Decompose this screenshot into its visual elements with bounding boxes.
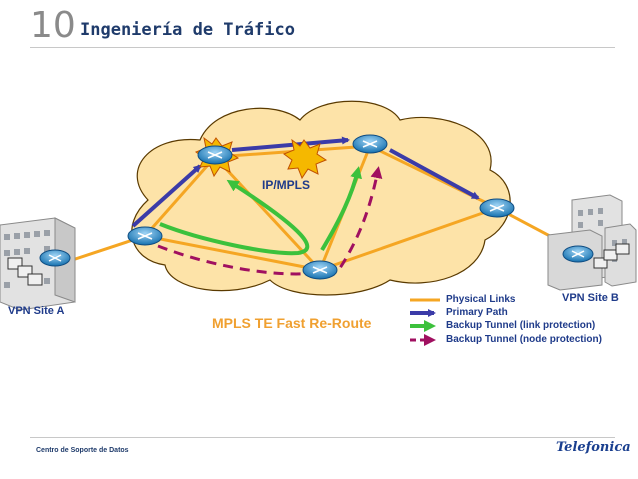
legend-swatches xyxy=(410,298,440,346)
building-icon xyxy=(547,194,637,291)
footer-text: Centro de Soporte de Datos xyxy=(36,447,129,454)
router-icon xyxy=(39,249,71,267)
failure-burst-icon xyxy=(282,138,328,180)
slide-title: Ingeniería de Tráfico xyxy=(80,20,295,40)
router-icon xyxy=(479,198,515,218)
site-b-label: VPN Site B xyxy=(562,292,619,304)
building-icon xyxy=(0,217,76,311)
footer-divider xyxy=(30,437,615,438)
cloud-label: IP/MPLS xyxy=(262,178,311,192)
site-a-label: VPN Site A xyxy=(8,305,65,317)
legend-label: Primary Path xyxy=(446,307,508,318)
router-icon xyxy=(127,226,163,246)
router-icon xyxy=(562,245,594,263)
slide-number: 10 xyxy=(30,5,76,46)
backup-tunnel-node xyxy=(157,166,383,276)
legend-label: Backup Tunnel (node protection) xyxy=(446,334,602,345)
computer-icon xyxy=(593,243,630,269)
router-icon xyxy=(302,260,338,280)
legend-label: Backup Tunnel (link protection) xyxy=(446,320,596,331)
diagram-caption: MPLS TE Fast Re-Route xyxy=(212,315,372,331)
backup-tunnel-link-2 xyxy=(320,166,362,252)
computer-icon xyxy=(7,257,43,286)
backup-tunnel-link xyxy=(159,179,310,256)
telefonica-logo: Telefonica xyxy=(556,440,631,455)
title-divider xyxy=(30,47,615,48)
router-icon xyxy=(352,134,388,154)
primary-path xyxy=(131,136,480,228)
legend-label: Physical Links xyxy=(446,294,516,305)
router-icon xyxy=(197,145,233,165)
